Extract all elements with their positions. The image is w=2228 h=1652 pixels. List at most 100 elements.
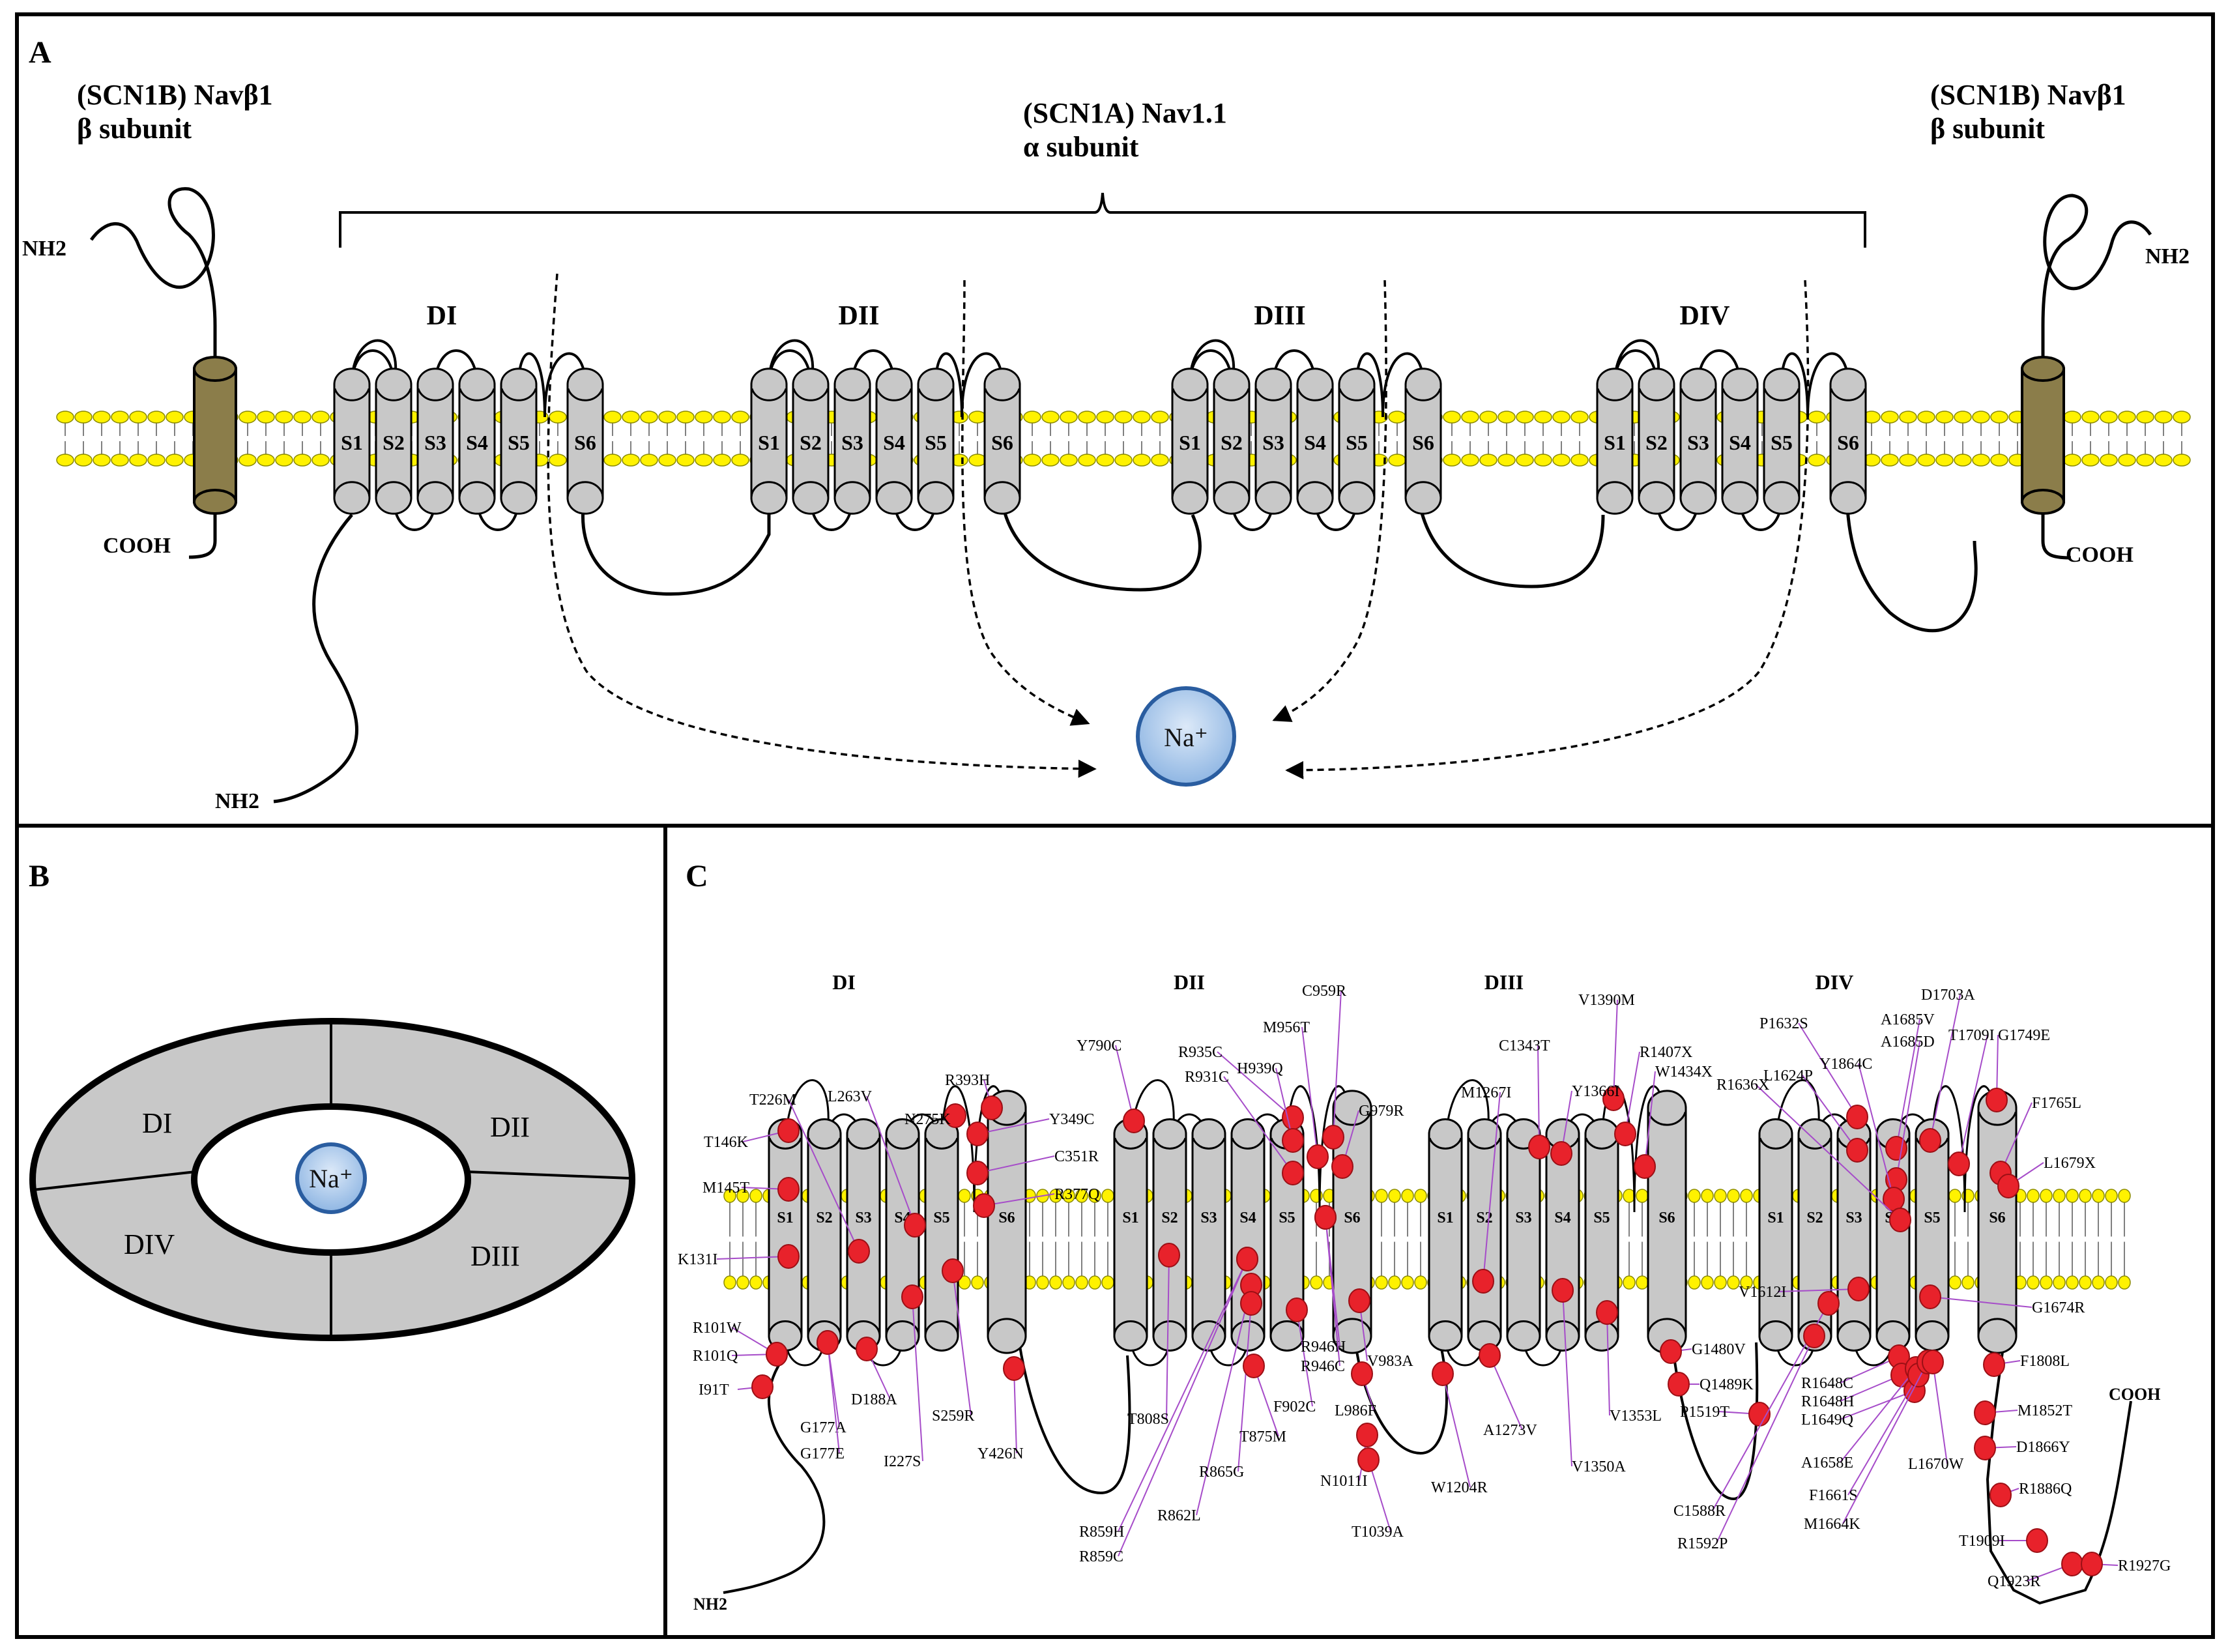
segment-d3-s4-seam bbox=[1298, 384, 1332, 388]
beta-right-tail bbox=[2041, 502, 2072, 560]
segment-c-d1-s6-seam bbox=[989, 1108, 1025, 1112]
segment-d2-s5-bottom bbox=[917, 481, 955, 515]
segment-label-c: S1 bbox=[1767, 1210, 1784, 1226]
mutation-dot bbox=[973, 1193, 995, 1218]
segment-c-d4-s3-body bbox=[1836, 1133, 1872, 1337]
lipid-head bbox=[1701, 1275, 1714, 1290]
beta-right-cooh: COOH bbox=[2066, 543, 2134, 567]
segment-label-c: S1 bbox=[777, 1210, 793, 1226]
mutation-label: M1267I bbox=[1461, 1084, 1511, 1101]
mutation-leader bbox=[1840, 1368, 1917, 1463]
segment-d2-s3-bottom bbox=[833, 481, 871, 515]
mutation-label: G1480V bbox=[1692, 1341, 1746, 1358]
mutation-f902c: F902C bbox=[1273, 1297, 1316, 1415]
mutation-leader bbox=[1442, 1373, 1471, 1488]
segment-c-d4-s1 bbox=[1758, 1118, 1793, 1352]
mutation-leader bbox=[1368, 1459, 1391, 1532]
segment-label-c: S2 bbox=[816, 1210, 832, 1226]
segment-c-d1-s6 bbox=[987, 1090, 1027, 1354]
mutation-leader bbox=[1930, 1296, 2033, 1308]
segment-d3-s2-seam bbox=[1215, 384, 1249, 388]
mutation-leader bbox=[716, 1256, 789, 1260]
lipid-head bbox=[1727, 1189, 1740, 1203]
segment-d1-s1-body bbox=[333, 383, 371, 499]
segment-d2-s3-seam bbox=[835, 384, 869, 388]
segment-c-d3-s6-body bbox=[1647, 1107, 1687, 1337]
mutation-dot bbox=[1919, 1284, 1941, 1309]
panel-b-letter: B bbox=[29, 859, 50, 893]
mutation-leader bbox=[1802, 1075, 1858, 1151]
segment-c-d3-s3-seam bbox=[1508, 1134, 1539, 1138]
mutation-d1866y: D1866Y bbox=[1974, 1436, 2070, 1460]
segment-c-d2-s2 bbox=[1152, 1118, 1187, 1352]
mutation-dot bbox=[1919, 1128, 1941, 1153]
lipid-head bbox=[1114, 454, 1133, 467]
mutation-dot bbox=[1307, 1144, 1329, 1169]
segment-label: S5 bbox=[508, 431, 530, 454]
segment-c-d2-s3 bbox=[1191, 1118, 1226, 1352]
alpha-loops bbox=[273, 508, 1978, 804]
segment-c-d4-s3 bbox=[1836, 1118, 1872, 1352]
segment-d3-s1-seam bbox=[1173, 384, 1207, 388]
segment-d4-s1-seam bbox=[1598, 384, 1632, 388]
mutation-leader bbox=[952, 1270, 972, 1416]
mutation-leader bbox=[1932, 1361, 1948, 1464]
lipid-head bbox=[129, 454, 147, 467]
segment-c-d1-s3-seam bbox=[848, 1134, 879, 1138]
lipid-head bbox=[549, 411, 567, 424]
segment-d2-s1-bottom bbox=[750, 481, 788, 515]
lipid-head bbox=[293, 411, 311, 424]
mutation-label: A1658E bbox=[1801, 1455, 1853, 1471]
segment-d4-s3-body bbox=[1679, 383, 1717, 499]
extracellular-loop bbox=[768, 339, 815, 385]
mutation-label: D1703A bbox=[1921, 987, 1975, 1004]
segment-d4-s4-seam bbox=[1723, 384, 1757, 388]
segment-d1-s2-bottom bbox=[375, 481, 412, 515]
segment-label: S2 bbox=[383, 431, 405, 454]
mutation-leader bbox=[1625, 1051, 1640, 1135]
segment-c-d1-s4-seam bbox=[887, 1134, 918, 1138]
domain-label-a: DIV bbox=[1679, 301, 1729, 331]
lipid-head bbox=[1516, 411, 1534, 424]
domain-label-c: DIII bbox=[1484, 970, 1524, 994]
mutation-p1519t: P1519T bbox=[1680, 1402, 1771, 1427]
lipid-head bbox=[257, 454, 275, 467]
segment-label: S3 bbox=[1262, 431, 1284, 454]
lipid-head bbox=[1740, 1275, 1753, 1290]
mutation-dot bbox=[944, 1103, 966, 1128]
mutation-dot bbox=[1974, 1436, 1996, 1460]
mutation-r393h: R393H bbox=[945, 1072, 1003, 1120]
lipid-head bbox=[2173, 454, 2191, 467]
mutation-label: V1350A bbox=[1572, 1458, 1626, 1475]
mutation-r935c: R935C bbox=[1178, 1044, 1304, 1130]
mutation-label: R1407X bbox=[1640, 1044, 1692, 1061]
mutation-r1407x: R1407X bbox=[1614, 1044, 1692, 1146]
mutation-s259r: S259R bbox=[932, 1258, 974, 1425]
panel-a: (SCN1B) Navβ1 β subunit (SCN1A) Nav1.1 α… bbox=[22, 79, 2191, 813]
mutation-n275k: N275K bbox=[904, 1103, 966, 1128]
segment-c-d2-s2-seam bbox=[1154, 1134, 1185, 1138]
mutation-label: R946C bbox=[1301, 1358, 1345, 1375]
mutation-label: P1632S bbox=[1759, 1015, 1808, 1032]
lipid-head bbox=[2118, 454, 2136, 467]
mutation-h939q: H939Q bbox=[1237, 1060, 1304, 1153]
lipid-head bbox=[1701, 1189, 1714, 1203]
lipid-head bbox=[658, 454, 676, 467]
mutation-label: K131I bbox=[678, 1251, 717, 1268]
mutation-dot bbox=[751, 1374, 774, 1399]
segment-d4-s2 bbox=[1638, 368, 1675, 515]
segment-d3-s3-body bbox=[1254, 383, 1292, 499]
lipid-head bbox=[2053, 1189, 2066, 1203]
segment-label-c: S3 bbox=[1845, 1210, 1862, 1226]
segment-d4-s3 bbox=[1679, 368, 1717, 515]
mutation-label: C1588R bbox=[1673, 1503, 1726, 1520]
mutation-w1204r: W1204R bbox=[1431, 1361, 1488, 1496]
lipid-head bbox=[1414, 1275, 1427, 1290]
lipid-head bbox=[1041, 454, 1060, 467]
mutation-r1592p: R1592P bbox=[1677, 1324, 1825, 1552]
beta-left-tail bbox=[188, 502, 217, 559]
lipid-head bbox=[695, 454, 713, 467]
lipid-head bbox=[723, 1189, 736, 1203]
mutation-leader bbox=[1325, 1217, 1340, 1367]
